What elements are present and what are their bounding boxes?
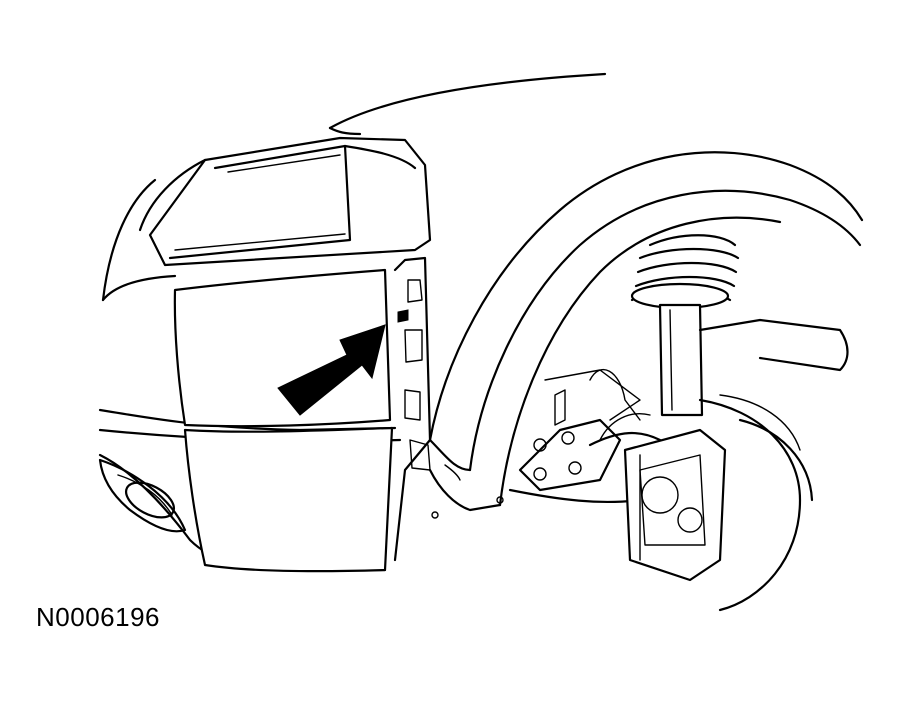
strut-coil-spring	[630, 234, 740, 417]
hood-outline	[328, 72, 607, 136]
fender-wheel-arch	[428, 151, 864, 519]
bumper-cover-panel	[173, 268, 394, 573]
wheelhouse-liner	[698, 318, 849, 502]
direction-arrow	[277, 324, 386, 416]
brake-caliper-rotor	[588, 368, 802, 612]
figure-id-label: N0006196	[36, 602, 160, 632]
support-bracket	[393, 256, 432, 562]
fog-lamp-opening	[98, 458, 187, 533]
headlamp-assembly	[138, 136, 432, 267]
